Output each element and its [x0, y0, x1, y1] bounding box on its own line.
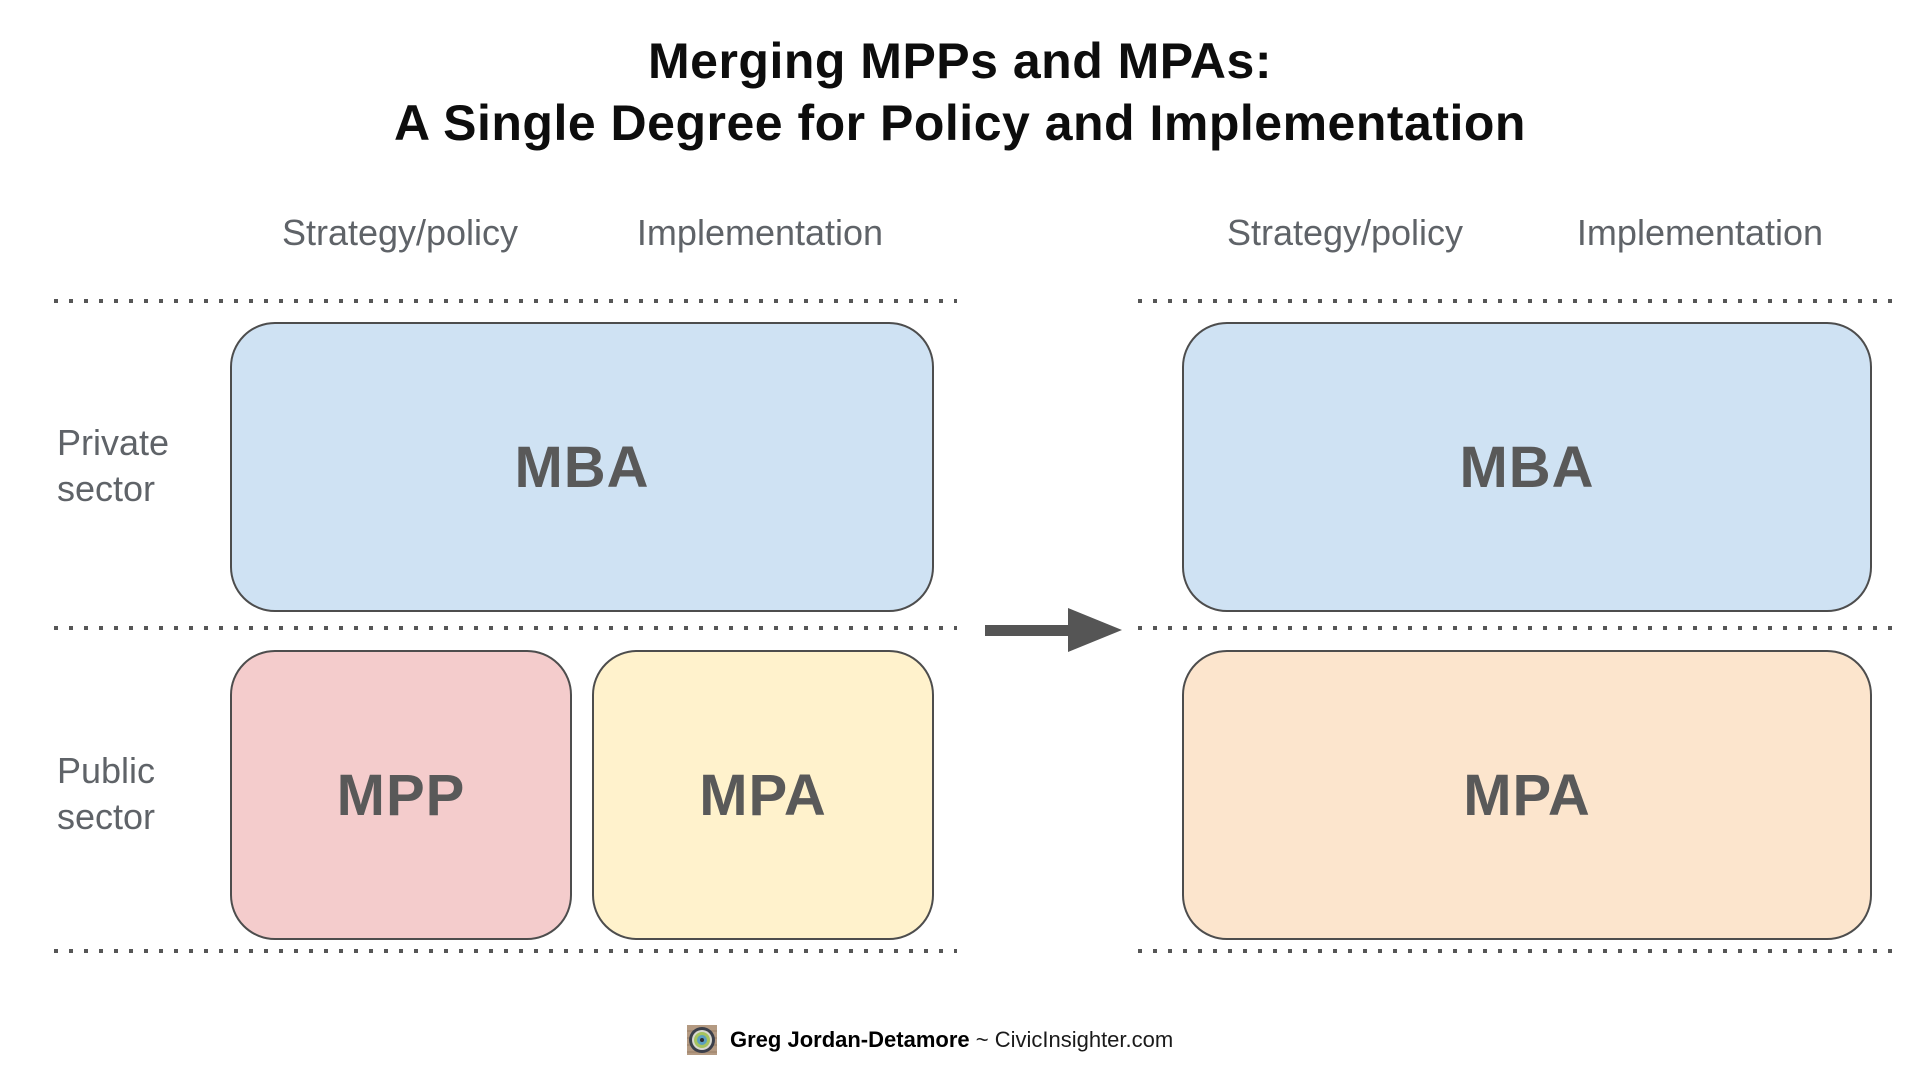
left-column-header-implementation: Implementation — [636, 212, 884, 253]
box-mba-right: MBA — [1182, 322, 1872, 612]
right-dotted-divider-middle — [1138, 626, 1892, 630]
diagram-title: Merging MPPs and MPAs: A Single Degree f… — [0, 30, 1920, 154]
merge-arrow-shaft — [985, 625, 1070, 636]
left-dotted-divider-bottom — [54, 949, 957, 953]
right-dotted-divider-top — [1138, 299, 1892, 303]
footer-attribution: Greg Jordan-Detamore ~ CivicInsighter.co… — [0, 1022, 1920, 1062]
site-name: CivicInsighter.com — [994, 1027, 1174, 1052]
box-mpp-left-label: MPP — [336, 762, 466, 828]
right-column-header-strategy-policy: Strategy/policy — [1226, 212, 1464, 253]
right-dotted-divider-bottom — [1138, 949, 1892, 953]
box-mpa-merged-right: MPA — [1182, 650, 1872, 940]
box-mpa-merged-right-label: MPA — [1463, 762, 1591, 828]
box-mba-left: MBA — [230, 322, 934, 612]
diagram-title-line2: A Single Degree for Policy and Implement… — [394, 95, 1526, 151]
box-mpa-left-label: MPA — [699, 762, 827, 828]
box-mba-left-label: MBA — [514, 434, 650, 500]
left-dotted-divider-top — [54, 299, 957, 303]
footer-separator: ~ — [969, 1027, 995, 1052]
row-label-public-sector: Public sector — [57, 750, 156, 837]
box-mba-right-label: MBA — [1459, 434, 1595, 500]
box-mpa-left: MPA — [592, 650, 934, 940]
left-column-header-strategy-policy: Strategy/policy — [281, 212, 519, 253]
row-label-private-sector: Private sector — [57, 422, 170, 509]
diagram-title-line1: Merging MPPs and MPAs: — [647, 33, 1272, 89]
merge-arrow-icon — [1068, 608, 1122, 652]
box-mpp-left: MPP — [230, 650, 572, 940]
right-column-header-implementation: Implementation — [1576, 212, 1824, 253]
footer-attribution-text: Greg Jordan-Detamore ~ CivicInsighter.co… — [730, 1027, 1173, 1053]
civic-insighter-logo-icon — [687, 1025, 717, 1055]
author-name: Greg Jordan-Detamore — [730, 1027, 970, 1052]
left-dotted-divider-middle — [54, 626, 957, 630]
